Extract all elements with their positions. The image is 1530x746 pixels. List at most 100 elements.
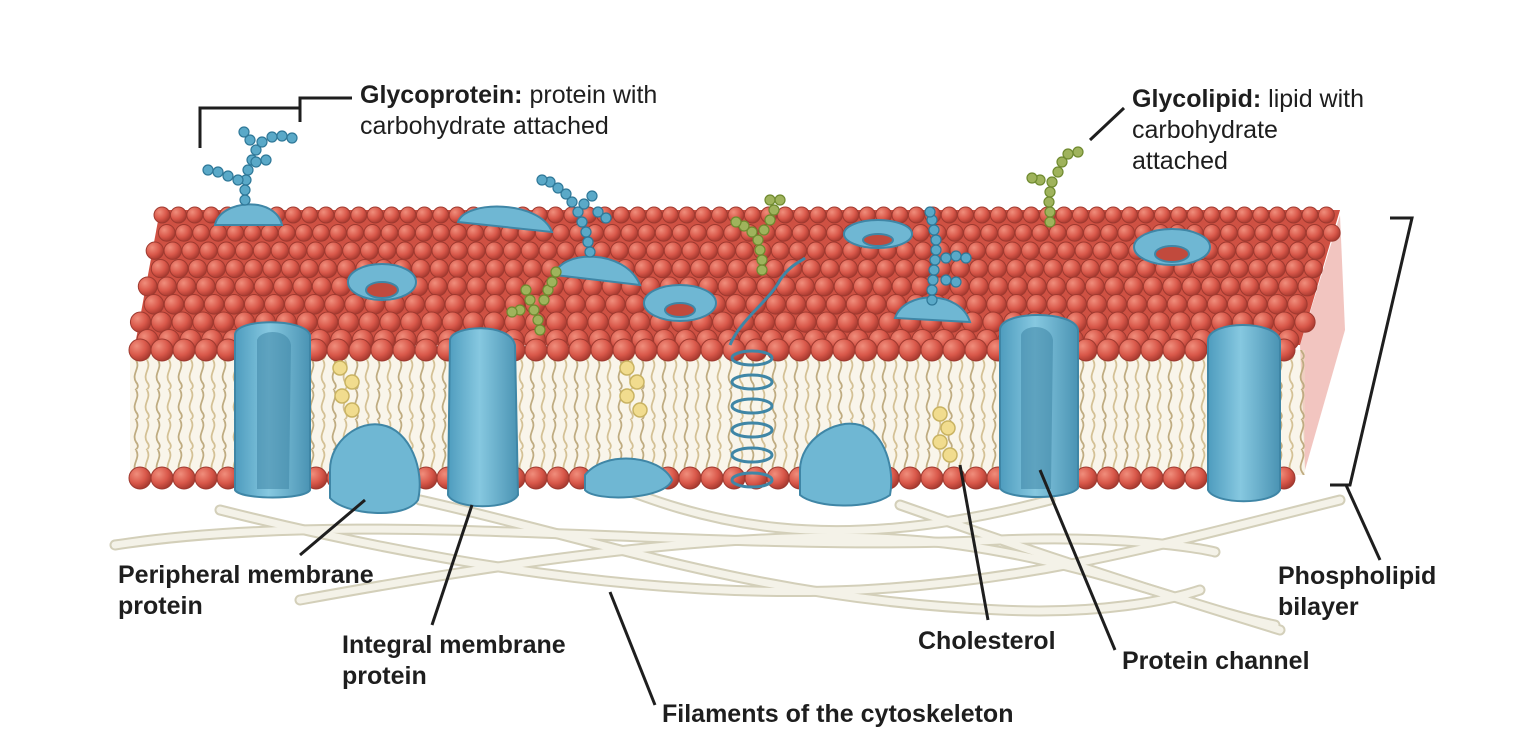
phospholipid-head — [1056, 241, 1076, 260]
phospholipid-head — [876, 259, 896, 279]
phospholipid-head — [989, 206, 1007, 224]
phospholipid-head — [284, 294, 305, 315]
phospholipid-head — [192, 311, 214, 333]
phospholipid-head — [292, 276, 313, 297]
phospholipid-head — [957, 206, 975, 224]
phospholipid-head — [973, 206, 991, 224]
sugar-bead — [532, 314, 544, 326]
sugar-bead — [238, 126, 250, 138]
sugar-bead — [1072, 146, 1084, 158]
phospholipid-head — [722, 338, 746, 362]
phospholipid-head — [1246, 294, 1268, 315]
phospholipid-head — [392, 338, 416, 362]
sugar-bead — [250, 156, 262, 168]
phospholipid-head — [467, 241, 486, 260]
phospholipid-head — [808, 224, 827, 242]
sugar-bead — [202, 164, 214, 176]
glycoprotein-desc-1: protein with — [522, 81, 658, 109]
phospholipid-head — [652, 259, 673, 279]
phospholipid-head — [898, 466, 922, 490]
membrane-side-face — [1300, 215, 1345, 470]
phospholipid-head — [311, 276, 332, 297]
glycolipid-leader — [1088, 106, 1126, 142]
phospholipid-head — [1126, 294, 1148, 315]
phospholipid-head — [842, 206, 860, 224]
sugar-bead — [756, 254, 768, 266]
phospholipid-head — [413, 241, 433, 260]
phospholipid-head — [810, 338, 834, 362]
phospholipid-head — [865, 294, 887, 315]
phospholipid-head — [700, 338, 724, 362]
phospholipid-label: Phospholipid bilayer — [1278, 561, 1436, 623]
phospholipid-head — [1003, 241, 1022, 260]
phospholipid-head — [504, 259, 524, 279]
sugar-bead — [768, 204, 780, 216]
sugar-bead — [758, 224, 770, 236]
phospholipid-head — [317, 206, 335, 224]
phospholipid-head — [1247, 259, 1268, 279]
phospholipid-head — [395, 241, 415, 260]
phospholipid-head — [421, 311, 443, 333]
phospholipid-head — [502, 241, 522, 260]
phospholipid-head — [484, 294, 506, 315]
phospholipid-head — [377, 241, 397, 260]
phospholipid-head — [774, 311, 796, 333]
phospholipid-head — [551, 224, 570, 242]
phospholipid-head — [128, 466, 152, 490]
phospholipid-head — [756, 276, 777, 297]
phospholipid-head — [852, 276, 873, 297]
phospholipid-head — [854, 338, 878, 362]
phospholipid-head — [788, 241, 808, 260]
phospholipid-head — [645, 206, 663, 224]
lipid-tail-region — [130, 350, 1305, 475]
peripheral-line-2: protein — [118, 592, 203, 620]
phospholipid-head — [1140, 466, 1164, 490]
phospholipid-head — [654, 224, 673, 242]
phospholipid-head — [404, 294, 426, 315]
phospholipid-head — [584, 294, 606, 315]
sugar-bead — [580, 226, 592, 238]
phospholipid-head — [1254, 224, 1273, 242]
phospholipid-head — [694, 206, 712, 224]
phospholipid-head — [176, 276, 197, 297]
sugar-bead — [242, 164, 254, 176]
phospholipid-head — [1288, 224, 1307, 242]
phospholipid-head — [273, 276, 293, 297]
integral-proteins — [234, 314, 1281, 508]
sugar-bead — [950, 250, 962, 262]
sugar-bead — [546, 276, 558, 288]
phospholipid-head — [878, 311, 900, 333]
phospholipid-head — [809, 206, 827, 224]
sugar-bead — [286, 132, 298, 144]
phospholipid-head — [898, 338, 922, 362]
phospholipid-head — [1153, 206, 1171, 224]
phospholipid-head — [857, 311, 879, 333]
sugar-bead — [940, 252, 952, 264]
phospholipid-head — [1065, 224, 1084, 242]
phospholipid-head — [678, 206, 696, 224]
phospholipid-head — [1285, 206, 1303, 224]
phospholipid-head — [964, 466, 988, 490]
phospholipid-head — [414, 338, 438, 362]
glycoprotein-label: Glycoprotein: protein with carbohydrate … — [360, 80, 657, 142]
phospholipid-head — [415, 206, 433, 224]
sugar-bead — [764, 214, 776, 226]
phospholipid-head — [1046, 276, 1067, 297]
phospholipid-head — [243, 259, 263, 279]
sugar-bead — [754, 244, 766, 256]
phospholipid-head — [317, 311, 339, 333]
phospholipid-bracket — [1330, 216, 1414, 487]
phospholipid-head — [826, 224, 844, 242]
phospholipid-head — [1117, 224, 1136, 242]
phospholipid-head — [329, 224, 347, 242]
phospholipid-head — [663, 241, 683, 260]
phospholipid-head — [794, 276, 815, 297]
phospholipid-head — [634, 338, 658, 362]
phospholipid-head — [169, 259, 189, 279]
phospholipid-head — [766, 338, 790, 362]
phospholipid-head — [1258, 276, 1279, 297]
phospholipid-head — [175, 224, 193, 242]
phospholipid-head — [546, 466, 570, 490]
phospholipid-head — [183, 294, 205, 315]
phospholipid-head — [1186, 206, 1204, 224]
